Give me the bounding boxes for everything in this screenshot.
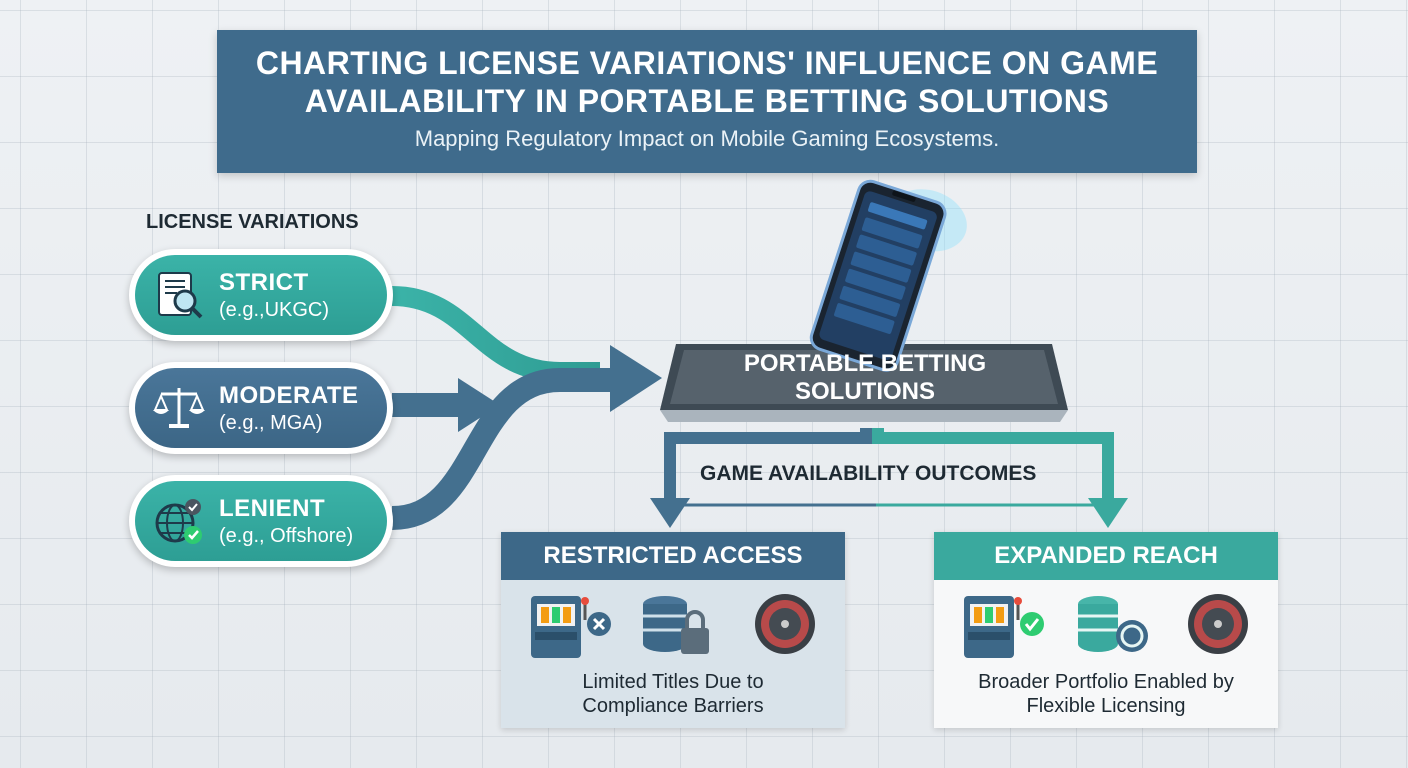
card-description: Limited Titles Due to Compliance Barrier… (582, 671, 764, 717)
license-section-label: LICENSE VARIATIONS (146, 211, 359, 233)
page-title: CHARTING LICENSE VARIATIONS' INFLUENCE O… (255, 45, 1159, 119)
license-example: (e.g.,UKGC) (219, 298, 330, 321)
restricted-access-card: RESTRICTED ACCESS (501, 532, 845, 728)
outcomes-label: GAME AVAILABILITY OUTCOMES (700, 462, 1037, 485)
card-title: RESTRICTED ACCESS (501, 532, 845, 580)
platform-base (660, 344, 1068, 422)
license-example: (e.g., MGA) (219, 411, 323, 434)
arrow-merged-head (610, 345, 662, 412)
license-moderate[interactable]: MODERATE (e.g., MGA) (129, 362, 393, 454)
cross-icon (587, 612, 611, 636)
page-subtitle: Mapping Regulatory Impact on Mobile Gami… (414, 126, 1000, 151)
arrow-restricted-head (650, 498, 690, 528)
scales-icon (153, 388, 205, 428)
license-title: STRICT (219, 268, 309, 296)
arrow-to-expanded (872, 428, 1114, 500)
check-icon (1020, 612, 1044, 636)
license-example: (e.g., Offshore) (219, 524, 354, 547)
arrow-moderate-head (458, 378, 500, 432)
slot-machine-icon (531, 596, 589, 658)
license-strict[interactable]: STRICT (e.g.,UKGC) (129, 249, 393, 341)
title-banner: CHARTING LICENSE VARIATIONS' INFLUENCE O… (217, 30, 1197, 173)
license-title: LENIENT (219, 494, 326, 522)
slot-machine-icon (964, 596, 1022, 658)
card-title: EXPANDED REACH (934, 532, 1278, 580)
license-title: MODERATE (219, 381, 359, 409)
arrow-expanded-head (1088, 498, 1128, 528)
card-description: Broader Portfolio Enabled by Flexible Li… (978, 671, 1234, 717)
roulette-icon (755, 594, 815, 654)
roulette-icon (1188, 594, 1248, 654)
platform-label: PORTABLE BETTING SOLUTIONS (743, 350, 987, 405)
chips-lock-icon (643, 596, 709, 654)
arrow-lenient (391, 368, 620, 530)
expanded-reach-card: EXPANDED REACH (934, 532, 1278, 728)
arrow-strict (391, 286, 600, 382)
globe-check-icon (155, 499, 202, 544)
smartphone-icon (809, 179, 967, 372)
arrow-to-restricted (664, 428, 872, 500)
chips-icon (1078, 596, 1148, 652)
document-search-icon (158, 272, 203, 319)
license-lenient[interactable]: LENIENT (e.g., Offshore) (129, 475, 393, 567)
